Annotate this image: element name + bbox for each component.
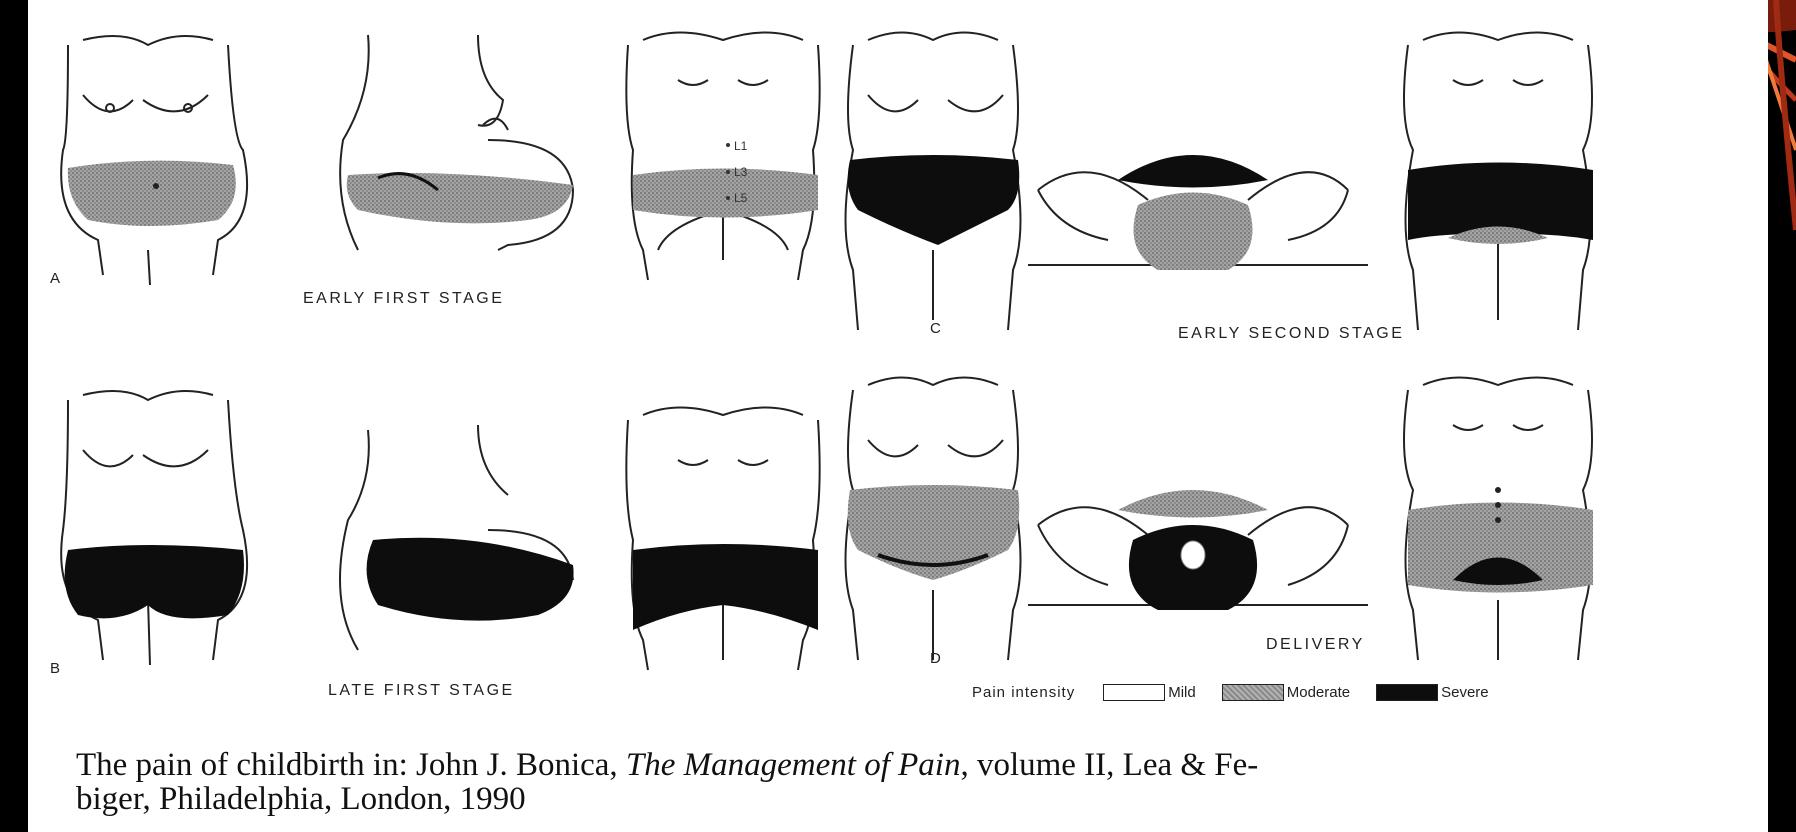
legend-swatch-severe xyxy=(1376,684,1438,701)
figure-a-side-pain-region xyxy=(347,173,573,223)
legend-label-mild: Mild xyxy=(1168,684,1196,701)
legend-swatch-moderate xyxy=(1222,684,1284,701)
figure-a-front xyxy=(61,36,247,285)
stage-label-delivery: DELIVERY xyxy=(1266,636,1365,654)
stage-label-late-first: LATE FIRST STAGE xyxy=(328,682,515,700)
caption-book-title: The Management of Pain xyxy=(626,747,961,783)
figure-c-perineum-moderate-region xyxy=(1134,193,1253,271)
figure-b-back xyxy=(626,408,819,671)
figure-a-back-pain-region xyxy=(633,169,818,218)
panel-letter-c: C xyxy=(930,320,941,337)
figure-c-perineum-severe-region xyxy=(1118,155,1268,188)
legend-item-severe: Severe xyxy=(1376,684,1489,701)
legend-item-moderate: Moderate xyxy=(1222,684,1350,701)
pain-intensity-legend: Pain intensity Mild Moderate Severe xyxy=(972,680,1515,704)
panel-letter-b: B xyxy=(50,660,60,677)
figure-d-perineum-moderate-region xyxy=(1118,490,1268,518)
figure-b-front xyxy=(61,391,247,665)
citation-caption: The pain of childbirth in: John J. Bonic… xyxy=(76,748,1776,816)
caption-line-2: biger, Philadelphia, London, 1990 xyxy=(76,781,526,817)
vertebra-l5-label: L5 xyxy=(734,191,748,205)
figure-b-front-pain-region xyxy=(65,545,244,618)
caption-prefix: The pain of childbirth in: John J. Bonic… xyxy=(76,747,626,783)
panel-letter-d: D xyxy=(930,650,941,667)
body-illustrations: L1 L3 L5 xyxy=(28,0,1768,832)
legend-item-mild: Mild xyxy=(1103,684,1196,701)
panel-letter-a: A xyxy=(50,270,60,287)
stage-label-early-first: EARLY FIRST STAGE xyxy=(303,290,504,308)
legend-label-moderate: Moderate xyxy=(1287,684,1350,701)
figure-a-front-pain-region xyxy=(68,161,236,226)
caption-suffix: , volume II, Lea & Fe- xyxy=(960,747,1258,783)
vertebra-l1-label: L1 xyxy=(734,139,748,153)
figure-c-front-pain-region xyxy=(848,155,1019,245)
figure-panel: L1 L3 L5 xyxy=(28,0,1768,832)
stage-label-early-second: EARLY SECOND STAGE xyxy=(1178,325,1404,343)
legend-swatch-mild xyxy=(1103,684,1165,701)
legend-title: Pain intensity xyxy=(972,684,1075,701)
figure-b-back-pain-region xyxy=(633,544,818,630)
figure-a-back xyxy=(626,33,819,281)
figure-b-side-pain-region xyxy=(367,538,574,621)
legend-label-severe: Severe xyxy=(1441,684,1489,701)
vertebra-l3-label: L3 xyxy=(734,165,748,179)
